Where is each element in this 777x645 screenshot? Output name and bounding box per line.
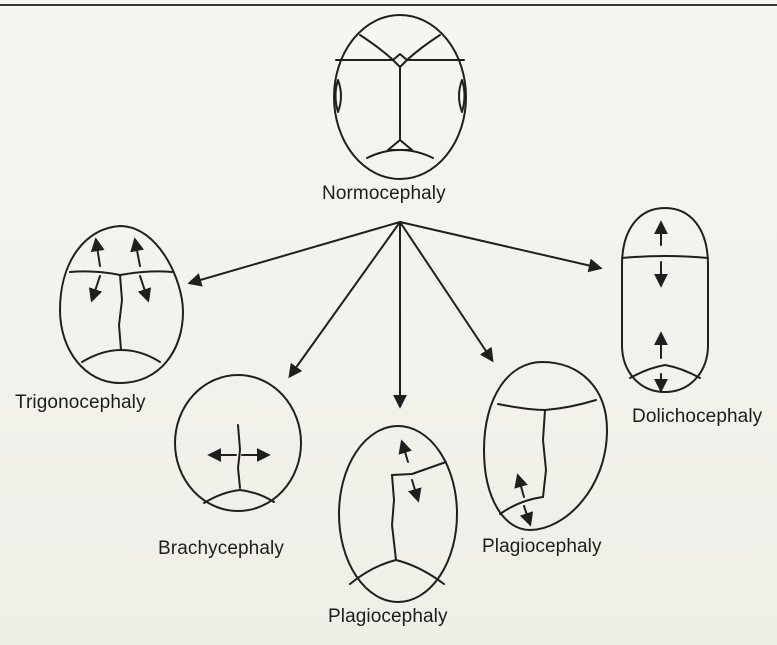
plagiocephaly-right-skull [484,362,607,530]
normocephaly-skull [334,15,466,179]
dolichocephaly-label: Dolichocephaly [632,406,762,428]
brachycephaly-label: Brachycephaly [158,538,284,560]
plagiocephaly-right-label: Plagiocephaly [482,536,602,558]
normocephaly-label: Normocephaly [322,183,446,205]
plagiocephaly-center-skull [339,426,457,602]
trigonocephaly-skull [60,226,183,383]
plagiocephaly-center-label: Plagiocephaly [328,606,448,628]
trigonocephaly-label: Trigonocephaly [15,392,146,414]
brachycephaly-skull [175,375,301,511]
deformity-arrows [190,222,600,406]
dolichocephaly-skull [622,208,708,392]
